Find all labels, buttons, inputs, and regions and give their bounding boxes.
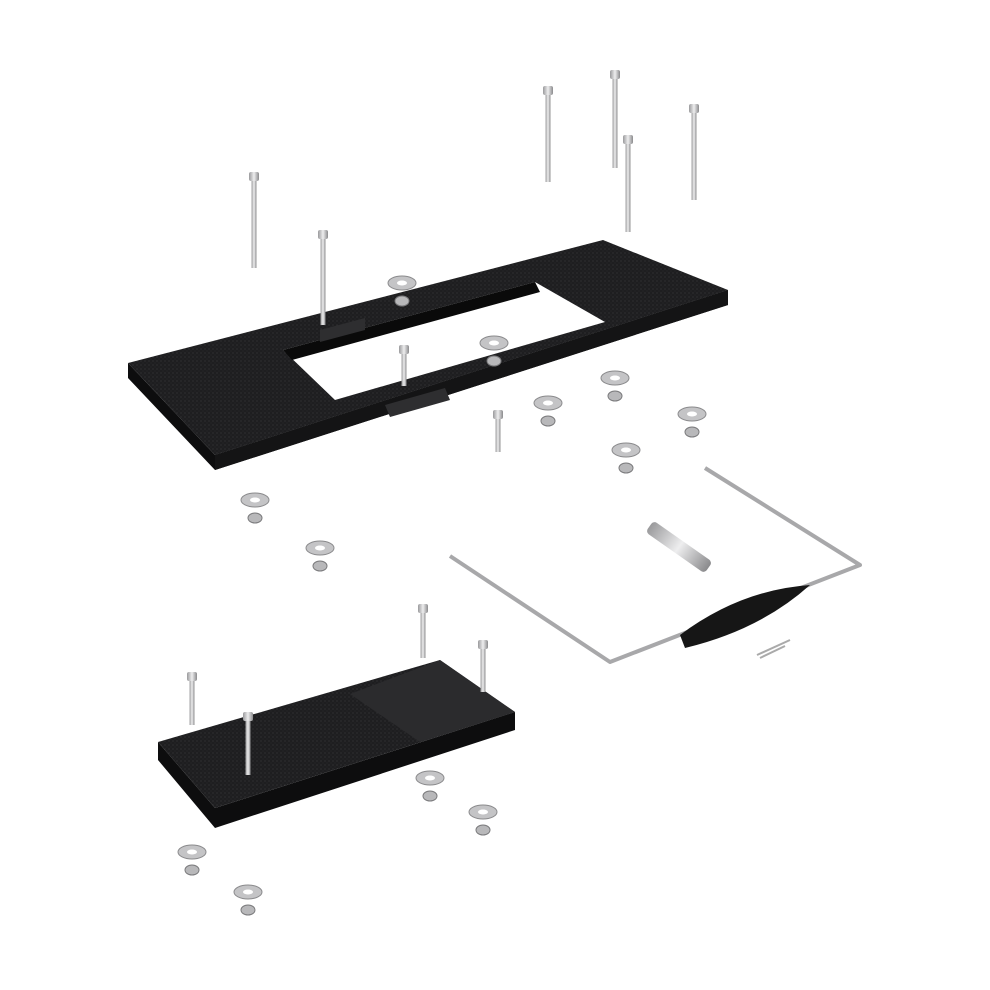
bolt-head [187, 672, 197, 681]
bolt-shank [480, 648, 486, 692]
nut [540, 415, 556, 427]
washer-hole [187, 849, 197, 855]
washer-hole [397, 280, 407, 286]
bolt-shank [495, 418, 501, 452]
main-mounting-plate [128, 240, 728, 470]
bolt-shank [420, 612, 426, 658]
bolt-head [543, 86, 553, 95]
washer-hole [243, 889, 253, 895]
washer-hole [425, 775, 435, 781]
washer-hole [687, 411, 697, 417]
nut [618, 462, 634, 474]
bolt-shank [625, 143, 631, 232]
washer-hole [250, 497, 260, 503]
bolt-shank [612, 78, 618, 168]
bolt-shank [545, 94, 551, 182]
plate-cutout [283, 282, 605, 400]
bolt-head [689, 104, 699, 113]
small-mounting-plate [158, 660, 515, 828]
nut [394, 295, 410, 307]
nut [475, 824, 491, 836]
nut [247, 512, 263, 524]
nut [240, 904, 256, 916]
washer-hole [489, 340, 499, 346]
bolt-head [610, 70, 620, 79]
bolt-head [243, 712, 253, 721]
bolt-shank [691, 112, 697, 200]
bolt-shank [245, 720, 251, 775]
washer-hole [543, 400, 553, 406]
bolt-head [478, 640, 488, 649]
nut [184, 864, 200, 876]
washer-hole [315, 545, 325, 551]
bolt-head [623, 135, 633, 144]
wire-handle [448, 466, 862, 664]
nut [607, 390, 623, 402]
nut [312, 560, 328, 572]
bolt-shank [320, 238, 326, 325]
bolt-shank [189, 680, 195, 725]
pin [647, 522, 711, 572]
bolt-shank [401, 353, 407, 386]
washer-hole [610, 375, 620, 381]
washer-hole [621, 447, 631, 453]
nut [684, 426, 700, 438]
bolt-head [493, 410, 503, 419]
nut [486, 355, 502, 367]
bolt-shank [251, 180, 257, 268]
nut [422, 790, 438, 802]
bolt-head [418, 604, 428, 613]
washer-hole [478, 809, 488, 815]
cotter-pin [756, 639, 791, 659]
bolt-head [249, 172, 259, 181]
bolt-head [318, 230, 328, 239]
bolt-head [399, 345, 409, 354]
handle-grip [680, 585, 810, 648]
